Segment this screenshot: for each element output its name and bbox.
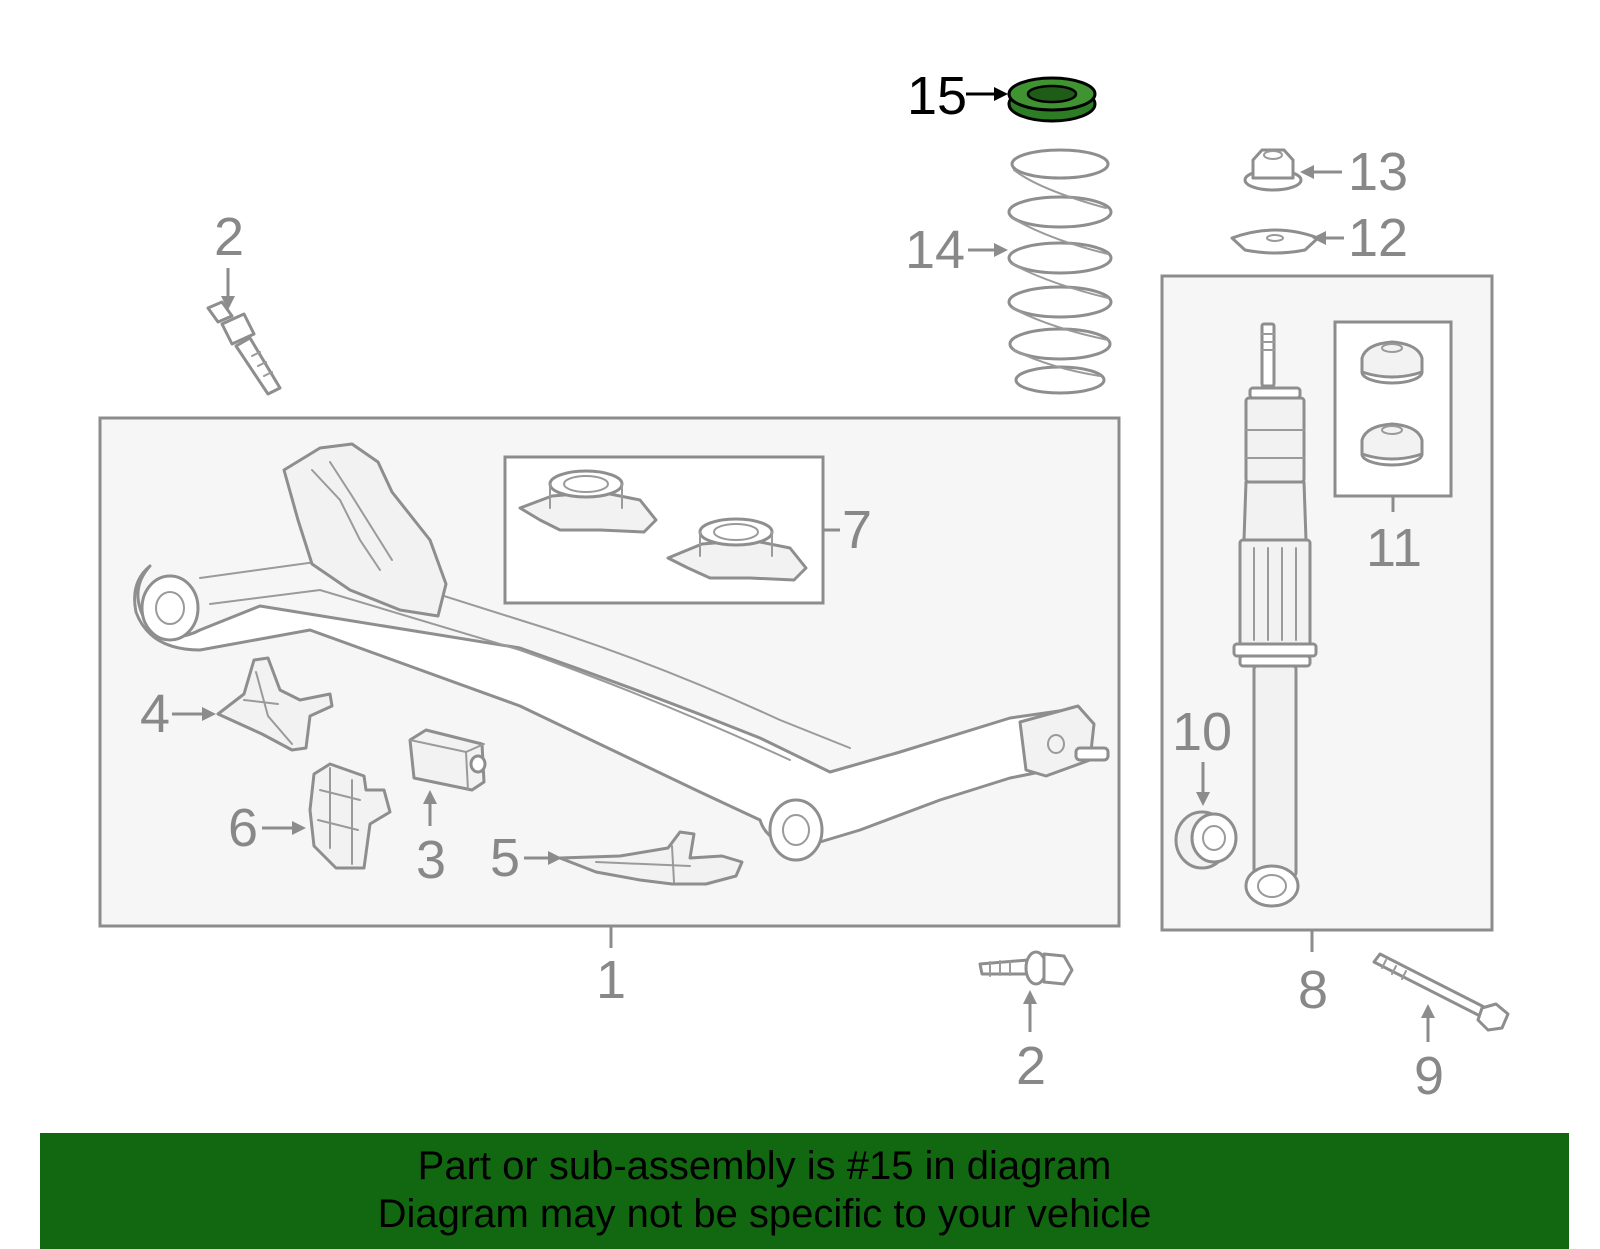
svg-text:4: 4	[140, 684, 170, 744]
callout-13: 13	[1300, 142, 1408, 202]
bushing-part-10	[1174, 810, 1238, 870]
svg-text:1: 1	[596, 950, 626, 1010]
svg-text:15: 15	[907, 66, 967, 126]
long-bolt-part-9	[1372, 952, 1510, 1032]
callout-8: 8	[1298, 930, 1328, 1020]
callout-15: 15	[907, 66, 1008, 126]
callout-2-lower: 2	[1016, 990, 1046, 1096]
bump-stops-part-11	[1360, 340, 1424, 467]
svg-text:6: 6	[228, 798, 258, 858]
rear-axle-beam-part-1	[133, 442, 1110, 862]
bumper-subgroup-box	[1333, 320, 1453, 498]
shock-absorber-part-8	[1232, 322, 1318, 908]
callout-10: 10	[1172, 702, 1232, 806]
callout-5: 5	[490, 828, 562, 888]
svg-text:11: 11	[1366, 518, 1422, 578]
bracket-part-5	[558, 830, 744, 886]
bolt-part-2-lower	[978, 950, 1074, 986]
svg-text:12: 12	[1348, 208, 1408, 268]
svg-text:8: 8	[1298, 960, 1328, 1020]
callout-6: 6	[228, 798, 306, 858]
svg-text:9: 9	[1414, 1046, 1444, 1106]
svg-text:14: 14	[905, 220, 965, 280]
washer-part-12	[1230, 228, 1320, 255]
callout-4: 4	[140, 684, 216, 744]
bushing-part-3	[408, 728, 487, 792]
svg-text:2: 2	[214, 207, 244, 267]
callout-12: 12	[1312, 208, 1408, 268]
callout-9: 9	[1414, 1004, 1444, 1106]
bracket-part-4	[216, 656, 334, 752]
mount-part-6	[308, 762, 392, 870]
bolt-part-2-upper	[206, 300, 282, 396]
callout-2-upper: 2	[214, 207, 244, 310]
callout-14: 14	[905, 220, 1008, 280]
svg-text:10: 10	[1172, 702, 1232, 762]
callout-11: 11	[1366, 496, 1422, 578]
svg-text:2: 2	[1016, 1036, 1046, 1096]
svg-text:5: 5	[490, 828, 520, 888]
info-banner: Part or sub-assembly is #15 in diagram D…	[40, 1133, 1569, 1249]
svg-text:13: 13	[1348, 142, 1408, 202]
flange-nut-part-13	[1243, 148, 1303, 192]
callout-3: 3	[416, 790, 446, 890]
svg-text:3: 3	[416, 830, 446, 890]
coil-spring-part-14	[1007, 148, 1113, 395]
callout-1: 1	[596, 926, 626, 1010]
spring-insulator-part-15[interactable]	[1007, 76, 1097, 123]
svg-text:7: 7	[842, 500, 872, 560]
banner-line-1: Part or sub-assembly is #15 in diagram	[417, 1144, 1112, 1188]
spring-seats-part-7	[518, 469, 808, 582]
callout-7: 7	[823, 500, 872, 560]
banner-line-2: Diagram may not be specific to your vehi…	[377, 1192, 1152, 1236]
